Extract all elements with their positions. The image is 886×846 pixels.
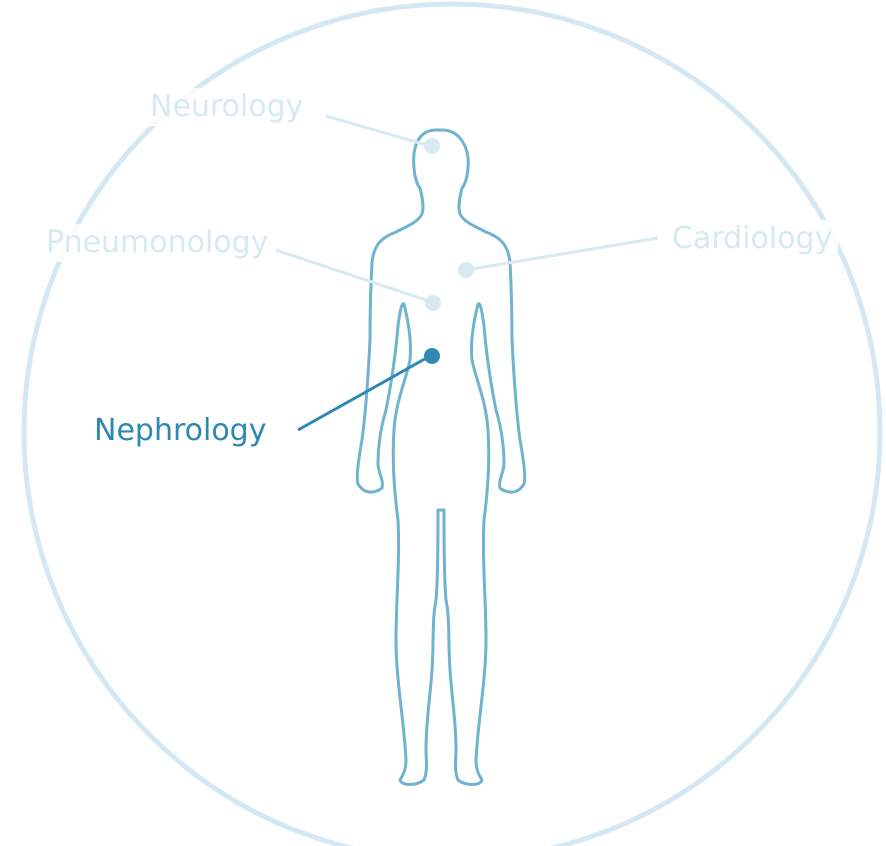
pneumonology-marker[interactable] [425,295,441,311]
human-body-outline [357,130,525,785]
neurology-marker[interactable] [424,138,440,154]
nephrology-label[interactable]: Nephrology [94,416,266,446]
pneumonology-label[interactable]: Pneumonology [40,224,274,262]
cardiology-marker[interactable] [458,262,474,278]
nephrology-marker[interactable] [424,348,440,364]
cardiology-leader-line [466,238,658,270]
neurology-label[interactable]: Neurology [144,88,309,126]
pneumonology-leader-line [276,250,432,302]
neurology-leader-line [326,116,430,146]
cardiology-label[interactable]: Cardiology [666,220,838,258]
